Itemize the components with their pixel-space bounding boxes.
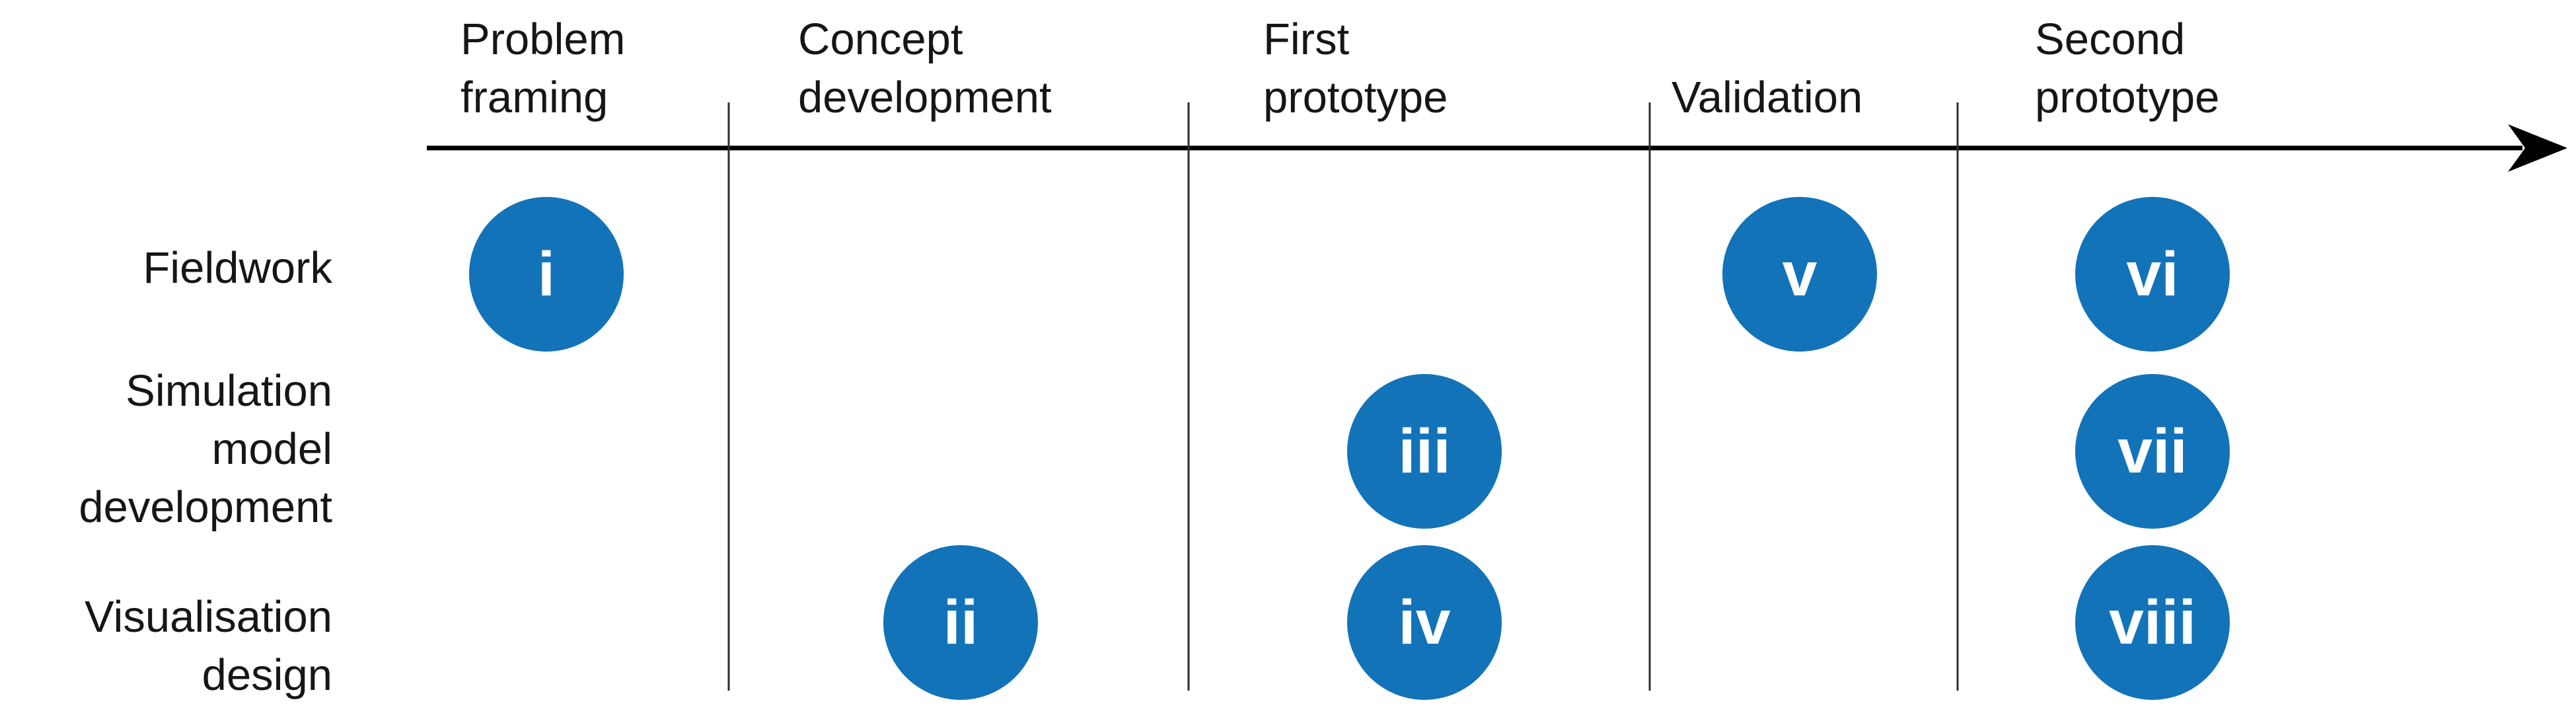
marker-numeral-iv: iv bbox=[1398, 587, 1451, 658]
activity-label-fieldwork: Fieldwork bbox=[143, 243, 332, 293]
activity-label-simulation-model-development: Simulation model development bbox=[79, 366, 332, 532]
marker-numeral-i: i bbox=[537, 239, 556, 309]
phase-label-validation: Validation bbox=[1672, 73, 1863, 122]
marker-i: i bbox=[469, 197, 624, 352]
marker-vi: vi bbox=[2075, 197, 2230, 352]
marker-numeral-viii: viii bbox=[2108, 587, 2197, 658]
marker-iii: iii bbox=[1347, 374, 1502, 529]
marker-ii: ii bbox=[883, 545, 1038, 700]
marker-numeral-v: v bbox=[1782, 239, 1818, 309]
phase-label-concept-development: Concept development bbox=[798, 15, 1052, 122]
timeline-arrowhead-icon bbox=[2508, 124, 2567, 172]
marker-viii: viii bbox=[2075, 545, 2230, 700]
marker-numeral-vii: vii bbox=[2117, 416, 2188, 486]
marker-numeral-iii: iii bbox=[1398, 416, 1451, 486]
marker-numeral-vi: vi bbox=[2126, 239, 2179, 309]
marker-iv: iv bbox=[1347, 545, 1502, 700]
marker-numeral-ii: ii bbox=[943, 587, 978, 658]
marker-v: v bbox=[1722, 197, 1877, 352]
phase-label-problem-framing: Problem framing bbox=[460, 15, 626, 122]
phase-label-second-prototype: Second prototype bbox=[2035, 15, 2220, 122]
activity-label-visualisation-design: Visualisation design bbox=[85, 592, 332, 700]
phase-label-first-prototype: First prototype bbox=[1263, 15, 1448, 122]
marker-vii: vii bbox=[2075, 374, 2230, 529]
